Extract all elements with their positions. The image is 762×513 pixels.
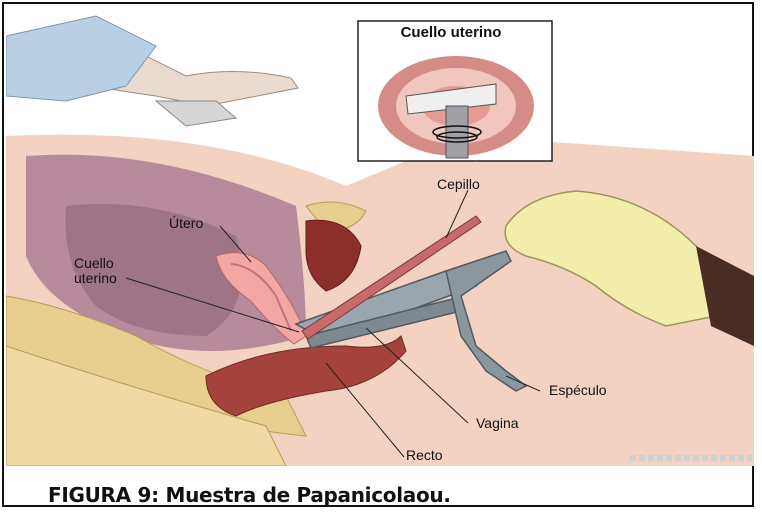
label-vagina: Vagina <box>476 415 519 431</box>
label-cuello-line2: uterino <box>74 270 117 286</box>
label-utero: Útero <box>169 215 203 231</box>
figure-caption: FIGURA 9: Muestra de Papanicolaou. <box>48 483 451 507</box>
label-cepillo: Cepillo <box>437 176 480 192</box>
label-recto: Recto <box>406 447 443 463</box>
patient-legs <box>6 16 298 126</box>
papanicolaou-illustration <box>6 6 754 466</box>
label-especulo: Espéculo <box>549 382 607 398</box>
inset-title: Cuello uterino <box>356 24 546 41</box>
figure-frame: Cuello uterino Cepillo Útero Cuello uter… <box>2 2 754 507</box>
label-cuello-line1: Cuello <box>74 255 114 271</box>
image-credit-watermark <box>630 455 752 461</box>
